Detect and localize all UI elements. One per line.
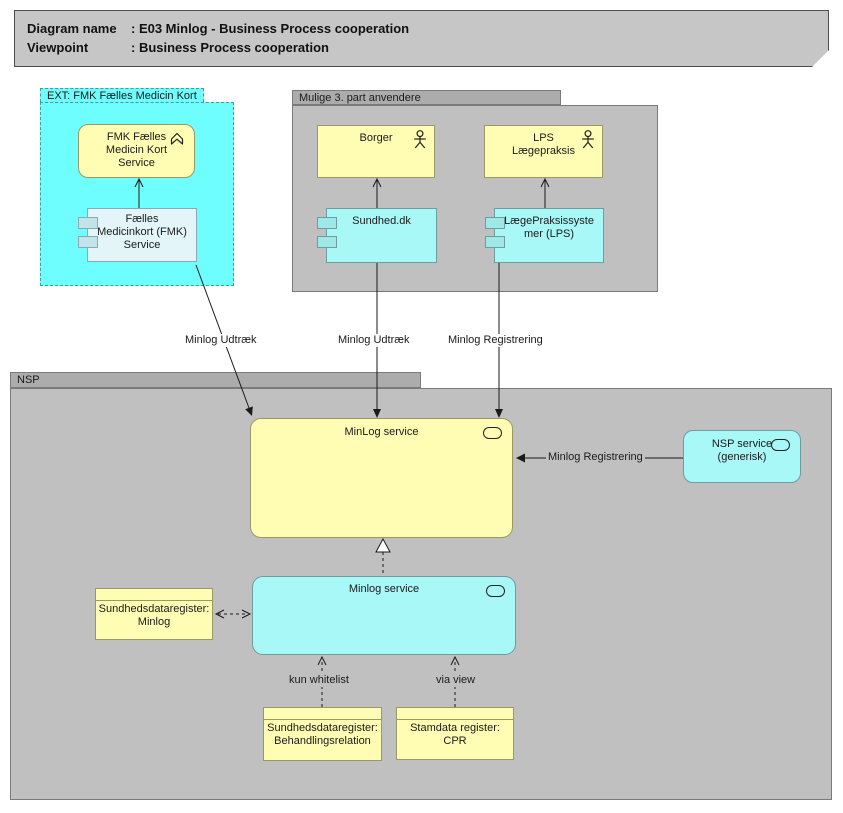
edge-label-minlog-udtraek-fmk: Minlog Udtræk	[183, 334, 259, 347]
node-faelles-medicinkort-fmk-service: Fælles Medicinkort (FMK) Service	[78, 208, 197, 262]
component-icon	[317, 236, 337, 248]
viewpoint-label: Viewpoint	[27, 40, 89, 55]
data-object-bar	[397, 708, 513, 720]
actor-person-icon	[414, 130, 426, 149]
service-oval-icon	[483, 427, 502, 439]
node-label: LPS Lægepraksis	[512, 132, 575, 157]
title-label: Diagram name	[27, 21, 117, 36]
component-icon	[78, 217, 98, 229]
edge-label-minlog-registrering-nsp: Minlog Registrering	[546, 451, 645, 464]
node-sundhedsdataregister-behandlingsrelation: Sundhedsdataregister: Behandlingsrelatio…	[263, 707, 382, 761]
node-label: Sundhed.dk	[352, 215, 411, 227]
data-object-bar	[96, 589, 212, 601]
service-oval-icon	[486, 585, 505, 597]
node-laegepraksissystemer-lps: LægePraksissystemer (LPS)	[485, 208, 604, 263]
group-nsp-tab: NSP	[10, 372, 421, 388]
node-label: Borger	[359, 132, 393, 144]
component-icon	[485, 236, 505, 248]
node-label: NSP service (generisk)	[711, 438, 773, 463]
component-icon	[485, 217, 505, 229]
title-block: Diagram name : E03 Minlog - Business Pro…	[14, 10, 829, 67]
node-borger: Borger	[317, 125, 435, 178]
component-icon	[317, 217, 337, 229]
edge-label-minlog-udtraek-sundhed: Minlog Udtræk	[336, 334, 412, 347]
group-ext-fmk-tab: EXT: FMK Fælles Medicin Kort	[40, 88, 204, 102]
node-stamdata-register-cpr: Stamdata register: CPR	[396, 707, 514, 760]
title-row-viewpoint: Viewpoint : Business Process cooperation	[27, 38, 828, 57]
node-nsp-service-generisk: NSP service (generisk)	[683, 430, 801, 483]
process-chevron-icon	[170, 132, 184, 145]
node-label: Sundhedsdataregister: Minlog	[98, 603, 210, 628]
node-label: Sundhedsdataregister: Behandlingsrelatio…	[267, 722, 378, 747]
title-value: : E03 Minlog - Business Process cooperat…	[131, 21, 410, 36]
edge-label-via-view: via view	[434, 674, 478, 687]
viewpoint-value: : Business Process cooperation	[131, 40, 329, 55]
node-label: LægePraksissystemer (LPS)	[504, 215, 594, 240]
node-minlog-service-main: MinLog service	[250, 418, 513, 538]
node-fmk-faelles-medicin-kort-service: FMK Fælles Medicin Kort Service	[78, 124, 195, 178]
node-lps-laegepraksis: LPS Lægepraksis	[484, 125, 603, 178]
actor-person-icon	[582, 130, 594, 149]
edge-label-kun-whitelist: kun whitelist	[287, 674, 351, 687]
node-label: Fælles Medicinkort (FMK) Service	[97, 213, 187, 251]
group-mulige-tab: Mulige 3. part anvendere	[292, 90, 561, 105]
node-label: FMK Fælles Medicin Kort Service	[105, 131, 168, 169]
data-object-bar	[264, 708, 381, 720]
node-minlog-service-inner: Minlog service	[252, 576, 516, 655]
node-sundhed-dk: Sundhed.dk	[317, 208, 437, 263]
node-label: MinLog service	[344, 426, 419, 438]
title-row-diagram-name: Diagram name : E03 Minlog - Business Pro…	[27, 19, 828, 38]
node-sundhedsdataregister-minlog: Sundhedsdataregister: Minlog	[95, 588, 213, 640]
component-icon	[78, 236, 98, 248]
service-oval-icon	[771, 439, 790, 451]
edge-label-minlog-registrering-lps: Minlog Registrering	[446, 334, 545, 347]
node-label: Stamdata register: CPR	[410, 722, 500, 747]
node-label: Minlog service	[348, 583, 420, 595]
